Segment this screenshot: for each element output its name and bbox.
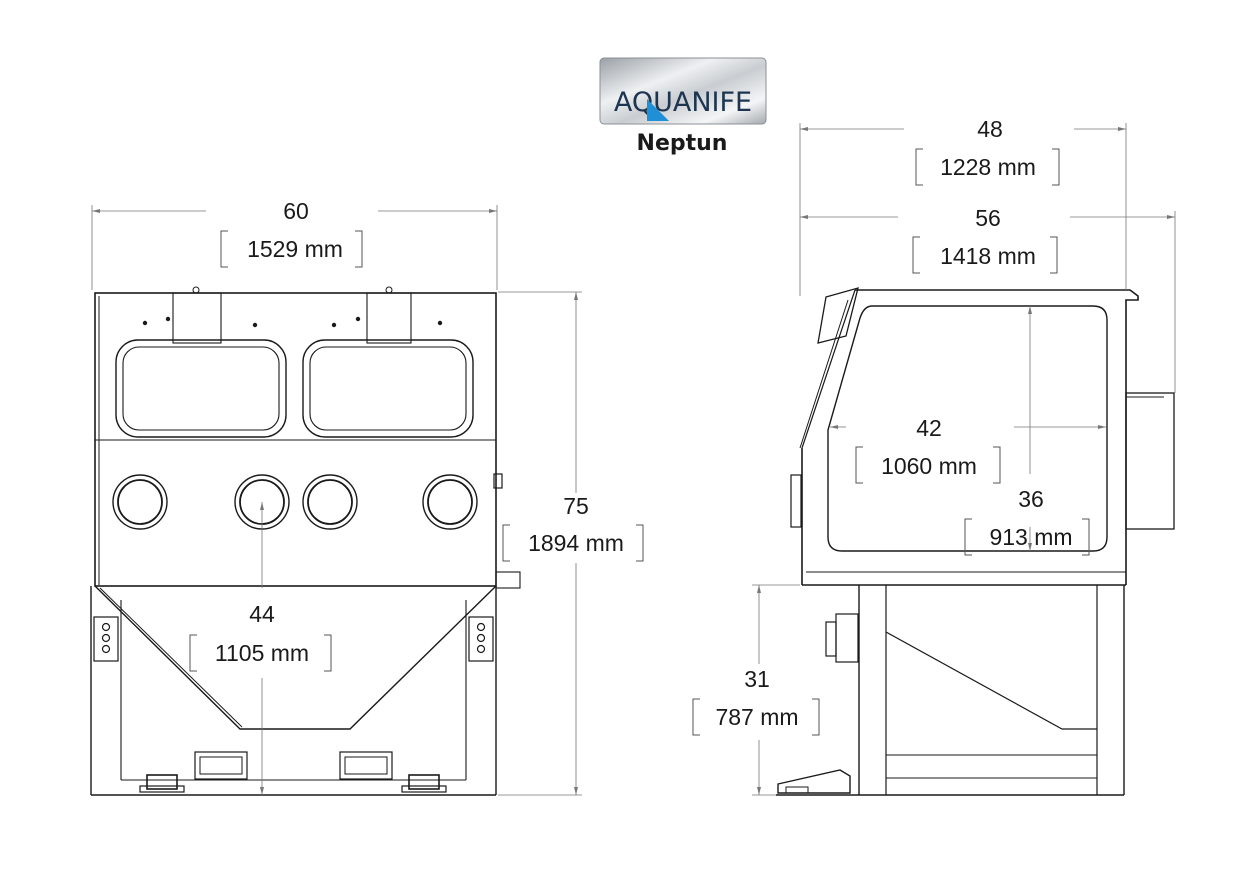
front-width-dimension: 60 1529 mm [91,198,498,290]
front-depth-inches: 44 [249,601,275,627]
product-name: Neptun [637,131,728,156]
side-stand-height-inches: 31 [744,666,770,692]
front-depth-mm: 1105 mm [215,640,309,666]
side-window-height-mm: 913 mm [989,524,1072,550]
side-overall-depth-mm: 1418 mm [940,243,1036,269]
glove-ports [112,474,478,530]
side-depth-inches: 48 [977,116,1003,142]
side-window [827,305,1108,552]
front-height-dimension: 75 1894 mm [498,291,644,796]
front-width-mm: 1529 mm [247,236,343,262]
side-stand-height-dimension: 31 787 mm [692,584,820,796]
front-depth-dimension: 44 1105 mm [189,502,332,795]
side-stand-height-mm: 787 mm [715,704,798,730]
front-window-right [302,339,474,438]
logo-accent-triangle [647,99,669,121]
side-window-height-dimension: 36 913 mm [964,306,1090,556]
side-depth-dimension: 48 1228 mm [799,116,1127,296]
side-window-width-mm: 1060 mm [881,453,977,479]
side-overall-depth-inches: 56 [975,205,1001,231]
front-height-mm: 1894 mm [528,530,624,556]
front-height-inches: 75 [563,493,589,519]
side-depth-mm: 1228 mm [940,154,1036,180]
side-overall-depth-dimension: 56 1418 mm [800,205,1176,393]
front-view [90,286,521,796]
side-window-width-inches: 42 [916,415,942,441]
side-view [776,287,1175,796]
front-window-left [115,339,287,438]
side-window-width-dimension: 42 1060 mm [830,415,1106,484]
side-window-height-inches: 36 [1018,486,1044,512]
front-width-inches: 60 [283,198,309,224]
aquanife-logo: AQUANIFE [599,57,767,125]
logo-text: AQUANIFE [614,87,752,118]
